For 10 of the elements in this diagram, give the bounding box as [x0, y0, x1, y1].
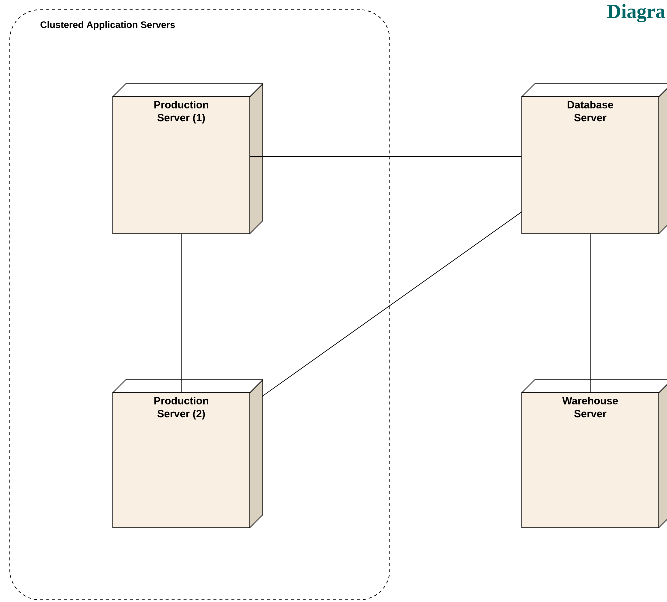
node-box: Database Server — [522, 84, 667, 234]
connector-line — [590, 234, 591, 393]
cluster-title: Clustered Application Servers — [40, 21, 176, 30]
node-box: Warehouse Server — [522, 380, 667, 528]
node-box: Production Server (1) — [112, 84, 264, 234]
diagram-title: Diagra — [607, 4, 666, 23]
node-box: Production Server (2) — [112, 380, 264, 528]
cluster-frame — [10, 10, 390, 600]
connector-line — [181, 234, 182, 393]
connector-line — [250, 156, 522, 157]
